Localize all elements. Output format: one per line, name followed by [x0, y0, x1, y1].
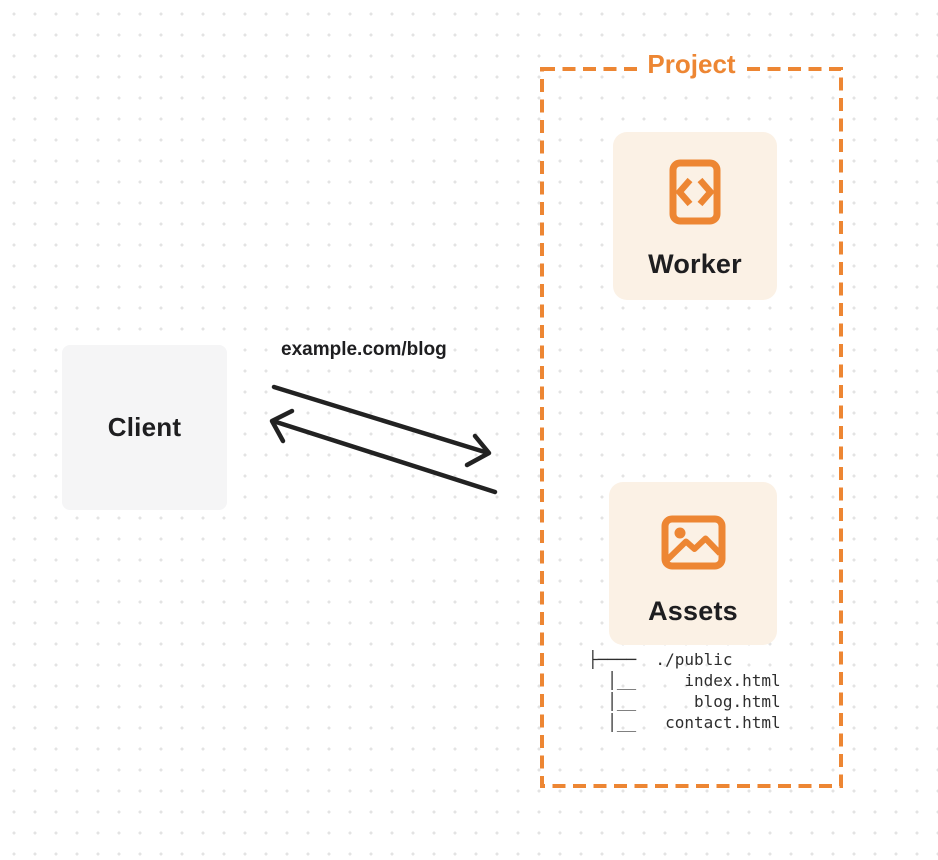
worker-node: Worker — [613, 132, 777, 300]
sun-dot — [674, 527, 685, 539]
request-url-label: example.com/blog — [281, 339, 447, 360]
mountain-path — [664, 535, 722, 563]
client-label: Client — [107, 412, 182, 442]
response-arrowhead-icon — [269, 408, 295, 444]
assets-file-tree: ├──── ./public │__ index.html │__ blog.h… — [588, 650, 781, 732]
response-arrow-line — [270, 418, 498, 495]
project-label: Project — [638, 49, 745, 80]
code-file-icon — [669, 159, 721, 225]
assets-label: Assets — [648, 596, 738, 626]
worker-label: Worker — [648, 249, 742, 279]
request-arrow-line — [271, 384, 491, 456]
image-icon — [661, 515, 725, 570]
assets-node: Assets — [609, 482, 777, 645]
request-arrowhead-icon — [464, 433, 492, 468]
project-boundary: Project — [540, 49, 843, 788]
client-node: Client — [62, 345, 227, 510]
